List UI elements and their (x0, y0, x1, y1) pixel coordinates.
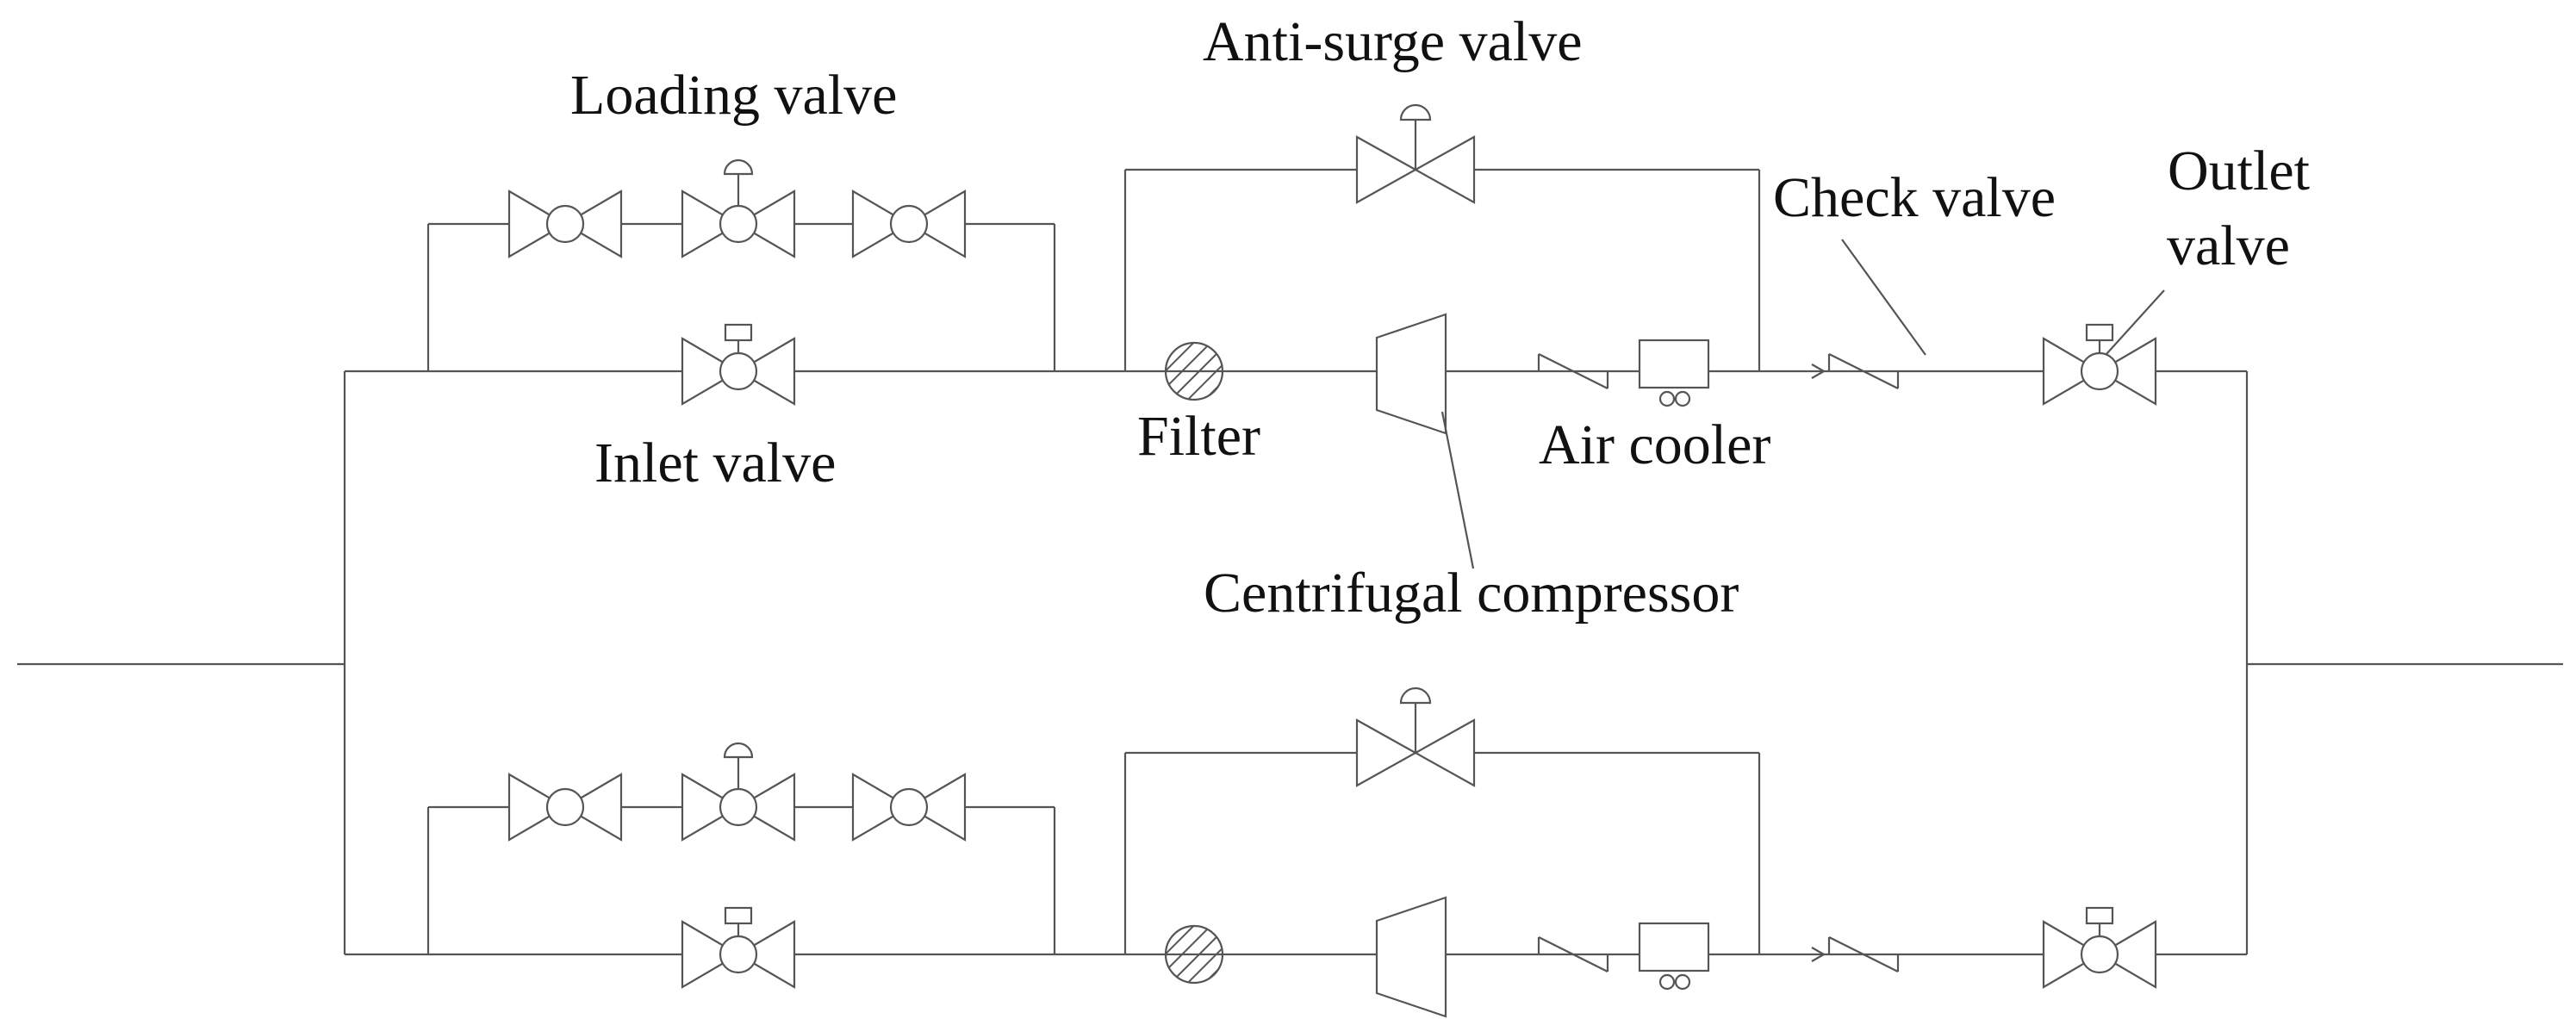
valve-ball (545, 787, 585, 827)
check-valve-symbol (1827, 353, 1900, 389)
compressor-discharge-check-valve (1537, 936, 1609, 972)
flow-arrow (1811, 363, 1826, 379)
check-diagonal (1828, 936, 1899, 972)
gate-valve-left (507, 190, 623, 258)
cooler-box (1638, 339, 1710, 389)
label-anti-surge-valve: Anti-surge valve (1203, 10, 1583, 73)
valve-ball (719, 787, 758, 827)
compressor-body (1375, 896, 1447, 1018)
diaphragm-actuator (723, 742, 754, 759)
valve-ball (719, 351, 758, 391)
compressor-discharge-check-valve (1537, 353, 1609, 389)
gate-valve-left (507, 773, 623, 842)
compressor-train-top (345, 103, 2247, 435)
motor-actuator (724, 906, 753, 925)
anti-surge-valve (1355, 687, 1476, 787)
label-air-cooler: Air cooler (1539, 413, 1770, 476)
label-outlet-valve-line1: Outlet (2168, 140, 2310, 202)
leader-centrifugal-compressor (1440, 411, 1475, 569)
valve-ball (889, 204, 929, 244)
filter (1164, 924, 1224, 985)
check-valve-symbol (1827, 936, 1900, 972)
compressor-body (1375, 313, 1447, 435)
compressor-train-bottom (345, 687, 2247, 1018)
motor-actuator (2085, 906, 2114, 925)
centrifugal-compressor (1375, 313, 1447, 435)
air-cooler (1638, 339, 1710, 407)
label-filter: Filter (1137, 405, 1260, 468)
label-check-valve: Check valve (1773, 166, 2056, 229)
valve-ball (2080, 935, 2119, 974)
filter-element (1164, 924, 1224, 985)
check-valve (1811, 353, 1900, 389)
outlet-valve (2042, 906, 2157, 989)
diaphragm-actuator (723, 158, 754, 176)
leader-check-valve (1841, 239, 1926, 356)
filter-element (1164, 341, 1224, 401)
label-inlet-valve: Inlet valve (594, 432, 836, 494)
valve-ball (719, 204, 758, 244)
check-diagonal (1538, 353, 1608, 389)
gate-valve-right (851, 773, 967, 842)
flow-arrow (1811, 947, 1826, 962)
air-cooler (1638, 922, 1710, 991)
loading-valve (681, 158, 796, 258)
cooler-fan-left (1658, 973, 1676, 991)
valve-ball (2080, 351, 2119, 391)
valve-ball (889, 787, 929, 827)
labels: Loading valve Anti-surge valve Check val… (570, 10, 2310, 624)
gate-valve-right (851, 190, 967, 258)
motor-actuator (724, 323, 753, 342)
diaphragm-actuator (1399, 103, 1432, 121)
diaphragm-actuator (1399, 687, 1432, 705)
leader-outlet-valve (2106, 289, 2165, 355)
check-valve (1811, 936, 1900, 972)
cooler-fan-left (1658, 390, 1676, 407)
inlet-valve (681, 906, 796, 989)
main-pipeline (17, 371, 2563, 954)
cooler-fan-right (1674, 390, 1691, 407)
valve-ball (545, 204, 585, 244)
cooler-box (1638, 922, 1710, 972)
outlet-valve (2042, 323, 2157, 406)
anti-surge-valve (1355, 103, 1476, 204)
loading-valve (681, 742, 796, 842)
label-loading-valve: Loading valve (570, 64, 897, 127)
train-pipes (345, 751, 2247, 956)
check-diagonal (1828, 353, 1899, 389)
centrifugal-compressor (1375, 896, 1447, 1018)
check-diagonal (1538, 936, 1608, 972)
label-centrifugal-compressor: Centrifugal compressor (1204, 562, 1739, 624)
motor-actuator (2085, 323, 2114, 342)
cooler-fan-right (1674, 973, 1691, 991)
filter (1164, 341, 1224, 401)
valve-ball (719, 935, 758, 974)
label-outlet-valve-line2: valve (2167, 214, 2290, 277)
inlet-valve (681, 323, 796, 406)
